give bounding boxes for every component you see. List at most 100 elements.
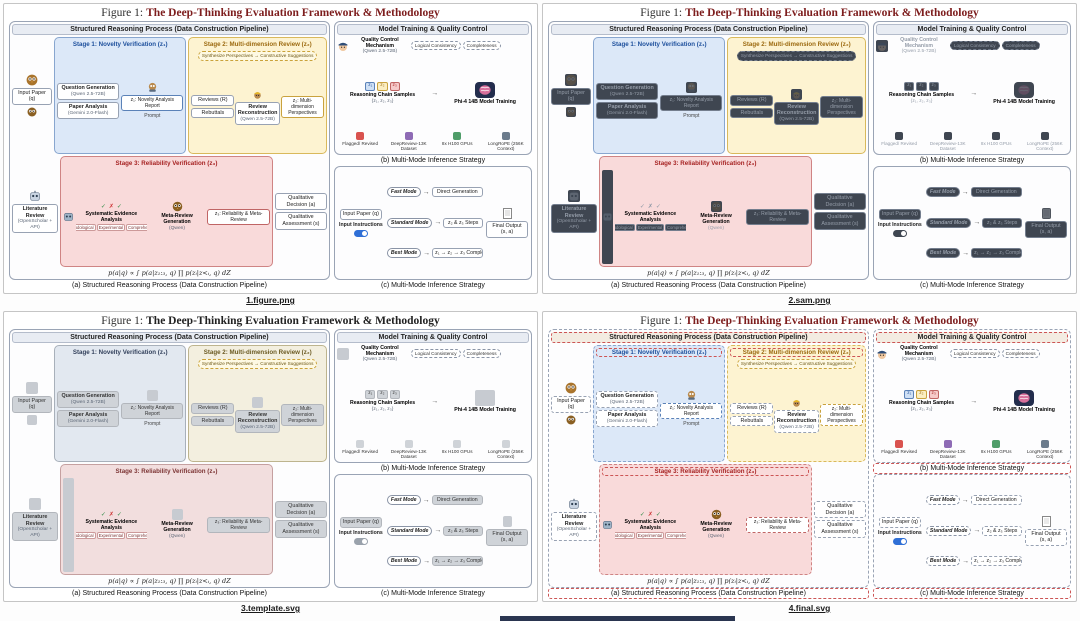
z3-chip: z₃ xyxy=(928,82,939,91)
panel-filename-link[interactable]: 2.sam.png xyxy=(788,295,831,305)
tag-comprehensive: Comprehensive xyxy=(126,223,147,231)
arrow-right-icon: → xyxy=(973,219,981,227)
stage1-title: Stage 1: Novelty Verification (z₁) xyxy=(611,41,707,48)
inference-box: Input Paper (q) Input Instructions Fast … xyxy=(333,473,532,588)
direct-generation-box: Direct Generation xyxy=(431,495,483,506)
question-generation-box: Question Generation (Qwen 2.5-72B) xyxy=(57,83,120,100)
cross-icon: ✗ xyxy=(647,203,653,210)
stage1-body: Question Generation (Qwen 2.5-72B) Paper… xyxy=(596,359,723,459)
prompt-label: Prompt xyxy=(144,421,161,428)
reasoning-chain-samples: z₁ z₂ z₃ Reasoning Chain Samples {z₁, z₂… xyxy=(889,390,954,413)
meta-review-block: Meta-Review Generation (Qwen) xyxy=(688,170,745,264)
paper-analysis-box: Paper Analysis (Gemini 2.0-Flash) xyxy=(57,101,120,119)
qualitative-decision-box: Qualitative Decision (a) xyxy=(813,500,866,519)
stages-row-bottom: Literature Review (OpenScholar + API) St… xyxy=(551,463,866,575)
flagged-revised-label: Flagged/ Revised xyxy=(881,141,918,147)
robot-icon xyxy=(602,169,613,264)
longrope-item: LongRoPE (256K Context) xyxy=(483,440,530,460)
inference-modes: Fast Mode → Direct Generation Standard M… xyxy=(925,169,1022,277)
stage2-review-box: Stage 2: Multi-dimension Review (z₂) Syn… xyxy=(727,345,866,462)
quality-control-row: Quality Control Mechanism (Qwen 2.5-72B)… xyxy=(875,37,1068,55)
reviews-box: Reviews (R) xyxy=(730,94,774,106)
stage1-right-column: z₁: Novelty Analysis Report Prompt xyxy=(121,51,184,151)
phi4-model-label: Phi-4 14B Model Training xyxy=(454,99,516,106)
best-mode-chip: Best Mode xyxy=(386,248,422,259)
evidence-analysis-label: Systematic Evidence Analysis xyxy=(85,210,138,223)
standard-mode-row: Standard Mode → z₂ & z₃ Steps xyxy=(925,525,1022,536)
dataset-item: DeepReview-13K Dataset xyxy=(385,440,432,460)
best-mode-row: Best Mode → z₁ → z₂ → z₃ Complete Chain xyxy=(925,248,1022,259)
stage3-title: Stage 3: Reliability Verification (z₃) xyxy=(115,159,218,167)
caption-b: (b) Multi-Mode Inference Strategy xyxy=(380,464,486,472)
model-training-header: Model Training & Quality Control xyxy=(875,24,1068,35)
robot-icon xyxy=(602,478,613,572)
stage2-inputs-column: Reviews (R) Rebuttals xyxy=(730,63,774,151)
stage2-review-box: Stage 2: Multi-dimension Review (z₂) Syn… xyxy=(727,37,866,154)
figure-title-main: The Deep-Thinking Evaluation Framework &… xyxy=(685,315,979,327)
worker-owl-icon xyxy=(252,396,264,408)
meta-review-label: Meta-Review Generation xyxy=(700,213,732,226)
stage2-body: Reviews (R) Rebuttals Review Reconstruct… xyxy=(191,371,324,459)
samples-set-label: {z₁, z₂, z₃} xyxy=(371,98,394,104)
reasoning-chain-samples: z₁ z₂ z₃ Reasoning Chain Samples {z₁, z₂… xyxy=(350,390,415,413)
standard-mode-row: Standard Mode → z₂ & z₃ Steps xyxy=(386,525,483,536)
evidence-tags: Methodological Experimental Comprehensiv… xyxy=(76,531,147,539)
standard-mode-row: Standard Mode → z₂ & z₃ Steps xyxy=(925,217,1022,228)
worker-owl-icon xyxy=(252,89,263,100)
figure-title: Figure 1:The Deep-Thinking Evaluation Fr… xyxy=(9,314,532,329)
inference-input-paper-box: Input Paper (q) xyxy=(339,517,382,528)
gpu-icon xyxy=(453,132,462,141)
quality-control-model: (Qwen 2.5-72B) xyxy=(362,357,398,362)
meta-review-model: (Qwen) xyxy=(169,534,186,540)
meta-review-model: (Qwen) xyxy=(708,534,725,540)
input-paper-box: Input Paper (q) xyxy=(12,87,52,106)
paper-analysis-box: Paper Analysis (Gemini 2.0-Flash) xyxy=(596,409,659,427)
synthesize-bubble: Synthesize Perspectives → Constructive S… xyxy=(197,359,318,369)
question-generation-box: Question Generation (Qwen 2.5-72B) xyxy=(57,391,120,408)
longrope-item: LongRoPE (256K Context) xyxy=(483,132,530,152)
evidence-analysis-block: ✓ ✗ ✓ Systematic Evidence Analysis Metho… xyxy=(76,170,147,264)
literature-review-model: (OpenScholar + API) xyxy=(556,219,592,231)
panel-filename-link[interactable]: 3.template.svg xyxy=(240,603,301,613)
stage3-reliability-box: Stage 3: Reliability Verification (z₃) ✓… xyxy=(60,463,273,575)
standard-steps-box: z₂ & z₃ Steps xyxy=(982,217,1022,228)
figure-body: Structured Reasoning Process (Data Const… xyxy=(548,21,1071,291)
stage2-title: Stage 2: Multi-dimension Review (z₂) xyxy=(203,349,312,356)
literature-rail: Literature Review (OpenScholar + API) xyxy=(551,464,597,575)
stages-row-top: Input Paper (q) Stage 1: Novelty Verific… xyxy=(12,345,327,462)
evidence-tags: Methodological Experimental Comprehensiv… xyxy=(76,223,147,231)
flag-icon xyxy=(356,440,365,449)
panel-filename-link[interactable]: 1.figure.png xyxy=(246,295,295,305)
z2-chip: z₂ xyxy=(377,390,388,399)
stage1-novelty-box: Stage 1: Novelty Verification (z₁) Quest… xyxy=(593,37,726,154)
review-reconstruction-model: (Qwen 2.5-72B) xyxy=(779,117,814,123)
stage3-body: ✓ ✗ ✓ Systematic Evidence Analysis Metho… xyxy=(602,478,809,572)
stages-row-bottom: Literature Review (OpenScholar + API) St… xyxy=(12,463,327,575)
evidence-tags: Methodological Experimental Comprehensiv… xyxy=(615,223,686,231)
figure-variant-quadrant: Figure 1:The Deep-Thinking Evaluation Fr… xyxy=(542,3,1077,307)
paper-analysis-label: Paper Analysis xyxy=(68,411,108,418)
z2-chip: z₂ xyxy=(377,82,388,91)
literature-rail: Literature Review (OpenScholar + API) xyxy=(12,464,58,575)
training-column: Model Training & Quality Control Quality… xyxy=(872,329,1071,599)
quality-control-title: Quality Control Mechanism xyxy=(900,345,938,357)
stage2-title: Stage 2: Multi-dimension Review (z₂) xyxy=(742,41,851,48)
longrope-label: LongRoPE (256K Context) xyxy=(1026,141,1063,152)
inference-inputs: Input Paper (q) Input Instructions xyxy=(338,169,384,277)
check-icon: ✓ xyxy=(655,203,661,210)
outputs-rail: Qualitative Decision (a) Qualitative Ass… xyxy=(813,156,866,267)
arrow-right-icon: → xyxy=(422,188,430,196)
stages-row-top: Input Paper (q) Stage 1: Novelty Verific… xyxy=(551,37,866,154)
arrow-right-icon: → xyxy=(961,496,969,504)
standard-steps-box: z₂ & z₃ Steps xyxy=(443,217,483,228)
panel-filename-link[interactable]: 4.final.svg xyxy=(788,603,831,613)
arrow-right-icon: → xyxy=(431,90,439,98)
novelty-report-box: z₁: Novelty Analysis Report xyxy=(121,95,184,112)
multidim-perspectives-box: z₂: Multi-dimension Perspectives xyxy=(820,95,863,118)
tag-comprehensive: Comprehensive xyxy=(665,223,686,231)
inference-modes: Fast Mode → Direct Generation Standard M… xyxy=(925,477,1022,585)
phi4-model-block: Phi-4 14B Model Training xyxy=(454,82,516,105)
stage3-body: ✓ ✗ ✓ Systematic Evidence Analysis Metho… xyxy=(63,170,270,264)
gpus-item: 8x H100 GPUs xyxy=(973,132,1020,152)
